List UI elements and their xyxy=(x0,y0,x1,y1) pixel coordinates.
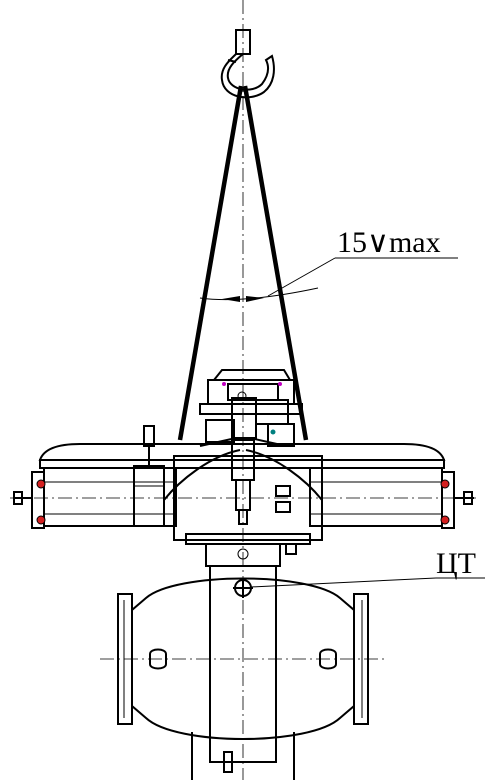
end-cap-bolts xyxy=(36,479,450,525)
sling-ropes xyxy=(177,85,309,441)
valve-stem-neck xyxy=(205,543,297,567)
air-filter-regulator xyxy=(133,425,165,527)
actuator-body xyxy=(10,443,476,545)
ball-valve-body xyxy=(100,565,386,780)
sling-angle-annotation: 15∨max xyxy=(199,226,458,302)
center-of-gravity-label: ЦТ xyxy=(436,547,476,580)
actuator-top-mechanism xyxy=(199,369,303,447)
sling-angle-label: 15∨max xyxy=(337,226,441,259)
center-of-gravity-marker: ЦТ xyxy=(233,547,485,598)
crane-hook xyxy=(220,29,275,99)
control-valve-block xyxy=(231,439,291,525)
